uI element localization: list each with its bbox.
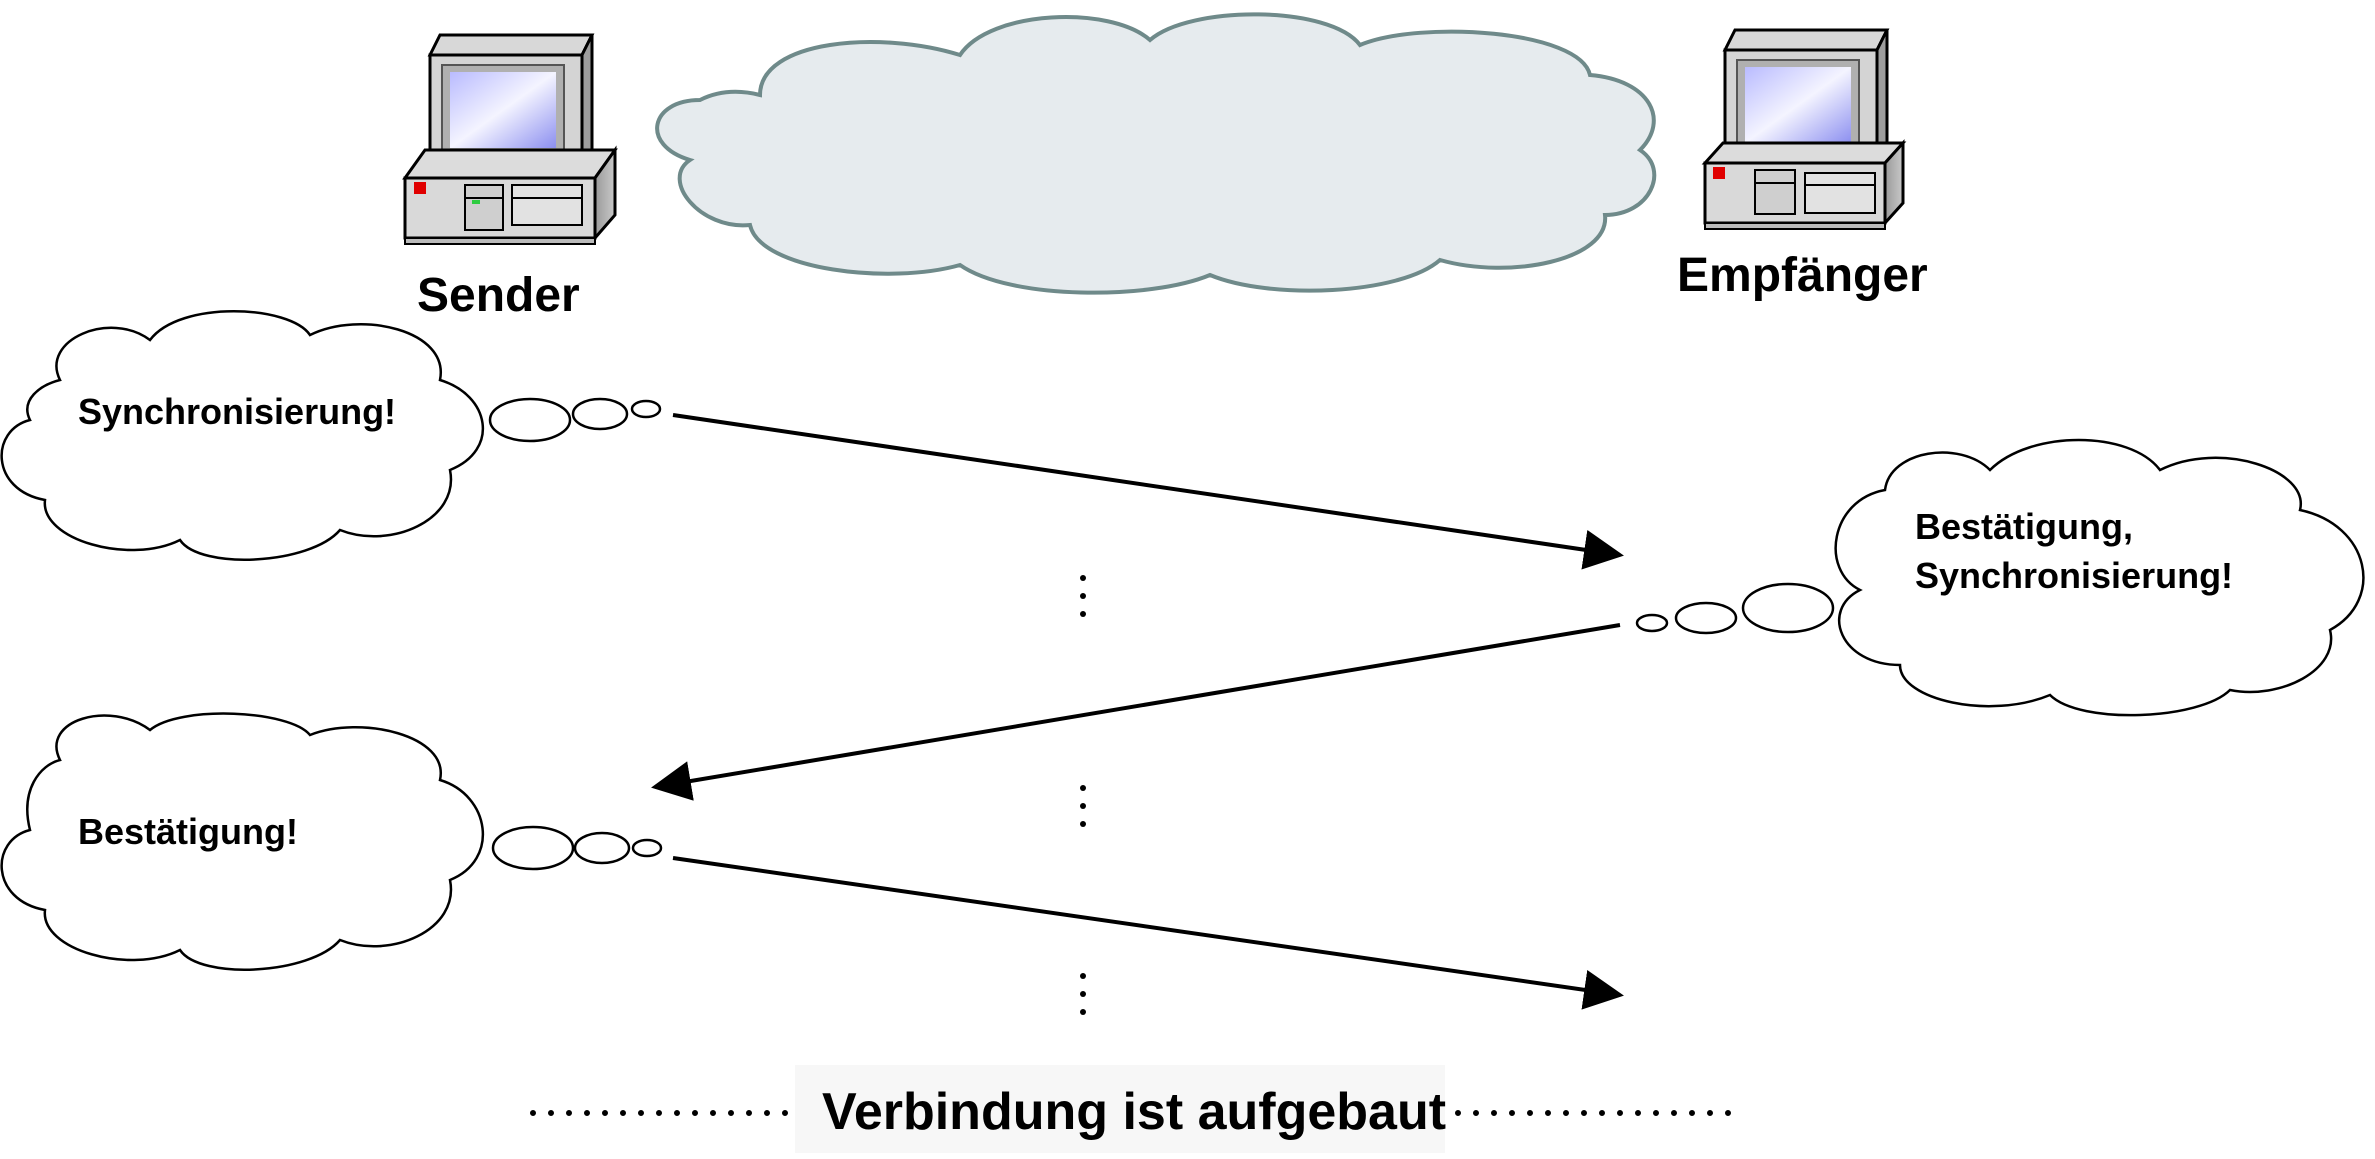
receiver-synack-line-2: Synchronisierung! bbox=[1915, 554, 2234, 596]
vertical-ellipsis bbox=[1073, 973, 1093, 1027]
vertical-ellipsis bbox=[1073, 785, 1093, 839]
cloud-icon bbox=[655, 12, 1657, 295]
connection-status-text: Verbindung ist aufgebaut bbox=[822, 1083, 1447, 1141]
thought-bubble-sender-ack bbox=[0, 712, 663, 971]
receiver-synack-text: Bestätigung, Synchronisierung! bbox=[1915, 503, 2233, 600]
sender-label: Sender bbox=[417, 269, 580, 322]
desktop-computer-icon bbox=[402, 33, 618, 245]
dotted-line-right bbox=[1455, 1110, 1735, 1116]
sender-syn-text: Synchronisierung! bbox=[78, 391, 397, 432]
sender-ack-text: Bestätigung! bbox=[78, 811, 298, 852]
syn-arrow bbox=[672, 413, 1624, 570]
dotted-line-left bbox=[530, 1110, 790, 1116]
desktop-computer-icon bbox=[1701, 28, 1907, 230]
receiver-synack-line-1: Bestätigung, bbox=[1915, 506, 2134, 547]
receiver-label: Empfänger bbox=[1677, 249, 1928, 302]
synack-arrow bbox=[651, 623, 1621, 801]
thought-bubble-receiver-synack bbox=[1635, 438, 2365, 717]
ack-arrow bbox=[672, 856, 1624, 1010]
vertical-ellipsis bbox=[1073, 575, 1093, 629]
thought-bubble-sender-syn bbox=[0, 310, 662, 561]
status-box bbox=[795, 1065, 1445, 1153]
